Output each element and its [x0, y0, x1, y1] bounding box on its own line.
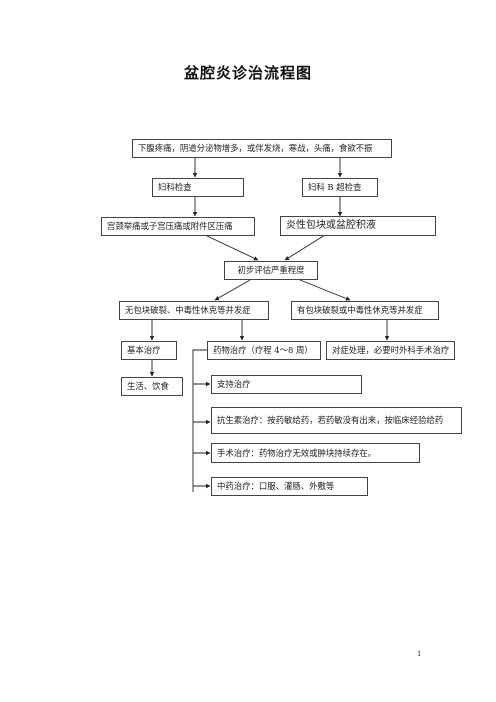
arrow-assess-to-rupture [299, 279, 351, 301]
arrow-tenderness-to-assess [204, 234, 259, 261]
rupture-box: 有包块破裂或中毒性休克等并发症 [291, 301, 439, 320]
bracket-drug-therapy [192, 349, 207, 492]
arrow-assess-to-no-rupture [214, 279, 251, 301]
tcm-treatment-box: 中药治疗：口服、灌肠、外敷等 [211, 477, 368, 496]
gyn-exam-box: 妇科检查 [152, 178, 244, 197]
life-diet-box: 生活、饮食 [121, 377, 183, 396]
antibiotic-treatment-box: 抗生素治疗：按药敏给药，若药敏没有出来，按临床经验给药 [211, 407, 462, 434]
tenderness-box: 宫颈举痛或子宫压痛或附件区压痛 [101, 217, 255, 236]
page-title: 盆腔炎诊治流程图 [183, 64, 312, 82]
assess-box: 初步评估严重程度 [224, 261, 318, 280]
symptomatic-treatment-box: 对症处理，必要时外科手术治疗 [326, 341, 455, 360]
ultrasound-box: 妇科 B 超检查 [302, 178, 378, 197]
arrow-mass-to-assess [284, 234, 326, 261]
page-number: 1 [417, 650, 422, 658]
no-rupture-box: 无包块破裂、中毒性休克等并发症 [119, 301, 269, 320]
drug-treatment-box: 药物治疗（疗程 4～8 周） [207, 341, 321, 360]
basic-treatment-box: 基本治疗 [121, 341, 177, 360]
mass-box: 炎性包块或盆腔积液 [280, 216, 436, 236]
symptoms-box: 下腹疼痛，阴道分泌物增多，或伴发烧，寒战，头痛，食欲不振 [132, 139, 392, 158]
support-treatment-box: 支持治疗 [211, 375, 362, 394]
surgical-treatment-box: 手术治疗：药物治疗无效或肿块持续存在。 [211, 443, 420, 463]
